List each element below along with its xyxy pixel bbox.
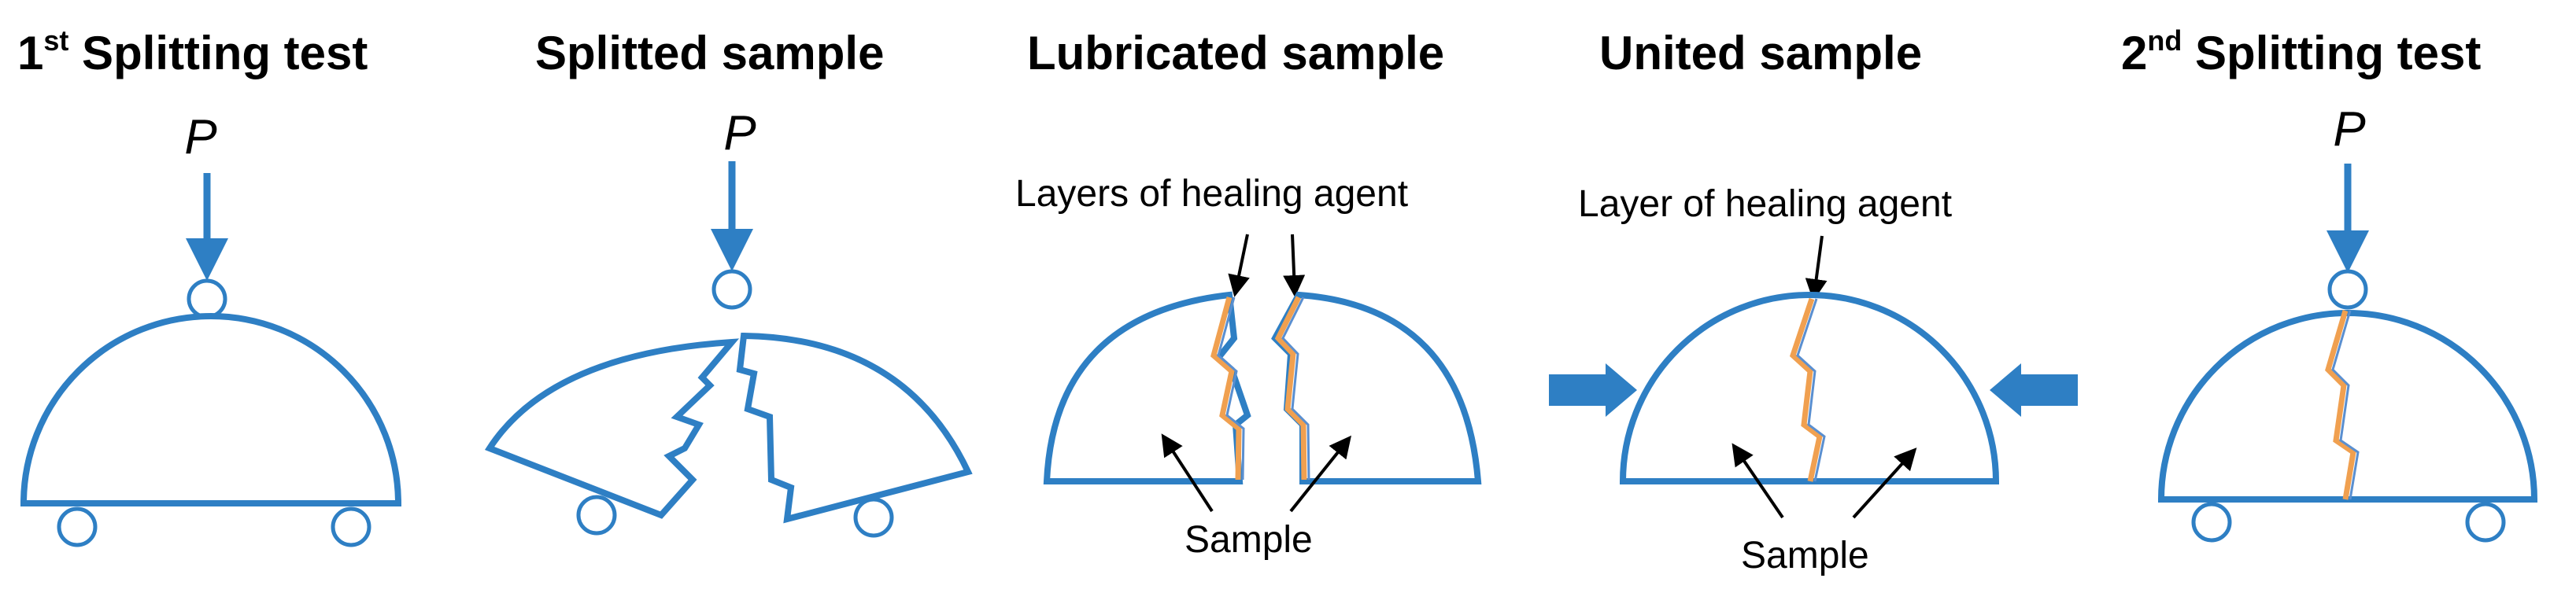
healing-agent-layer (2325, 310, 2356, 500)
healing-agent-label: Layers of healing agent (1015, 173, 1408, 215)
healing-agent-edge (1217, 296, 1245, 481)
healing-agent-layer (1789, 297, 1823, 482)
right-fragment (736, 332, 973, 524)
healing-agent-edge (1796, 298, 1826, 482)
load-label: P (2333, 102, 2365, 157)
right-support-roller (2465, 502, 2506, 543)
pointer-arrow (1228, 234, 1250, 297)
panel-title: Splitted sample (535, 27, 884, 79)
sample-half-disc (2157, 310, 2538, 503)
left-support-roller (2191, 502, 2232, 543)
sample-label: Sample (1185, 519, 1313, 561)
healing-agent-layer (1274, 296, 1307, 481)
sample-label: Sample (1741, 535, 1869, 576)
right-support-roller (853, 497, 894, 538)
panel-lubricated-sample: Lubricated sample Layers of healing agen… (1015, 27, 1482, 561)
panel-first-splitting-test: 1st Splitting test P (17, 24, 402, 547)
left-support-roller (57, 506, 98, 547)
healing-agent-label: Layer of healing agent (1578, 183, 1952, 225)
load-label: P (184, 110, 216, 164)
healing-agent-edge (2331, 310, 2360, 500)
pointer-arrow (1732, 443, 1784, 519)
load-label: P (723, 106, 756, 160)
pointer-arrow (1852, 447, 1917, 519)
panel-title: 1st Splitting test (17, 24, 368, 79)
panel-title: United sample (1599, 27, 1922, 79)
healing-agent-edge (1281, 296, 1310, 481)
pointer-arrow (1805, 235, 1828, 301)
panel-splitted-sample: Splitted sample P (484, 27, 973, 538)
healing-agent-layer (1210, 296, 1242, 481)
sample-half-disc (20, 313, 402, 506)
left-compression-arrow (1549, 363, 1637, 417)
pointer-arrow (1161, 433, 1214, 513)
top-roller (2327, 269, 2368, 310)
panel-title: 2nd Splitting test (2121, 24, 2481, 79)
panel-second-splitting-test: 2nd Splitting test P (2121, 24, 2538, 543)
top-roller (711, 269, 752, 310)
panel-united-sample: United sample Layer of healing agent Sam… (1549, 27, 2078, 576)
left-fragment (484, 338, 740, 519)
panel-title: Lubricated sample (1027, 27, 1444, 79)
right-compression-arrow (1990, 363, 2078, 417)
pointer-arrow (1289, 435, 1351, 513)
pointer-arrow (1283, 234, 1306, 297)
right-support-roller (331, 506, 371, 547)
left-piece (1043, 291, 1251, 484)
left-support-roller (576, 495, 617, 536)
top-roller (187, 278, 227, 319)
